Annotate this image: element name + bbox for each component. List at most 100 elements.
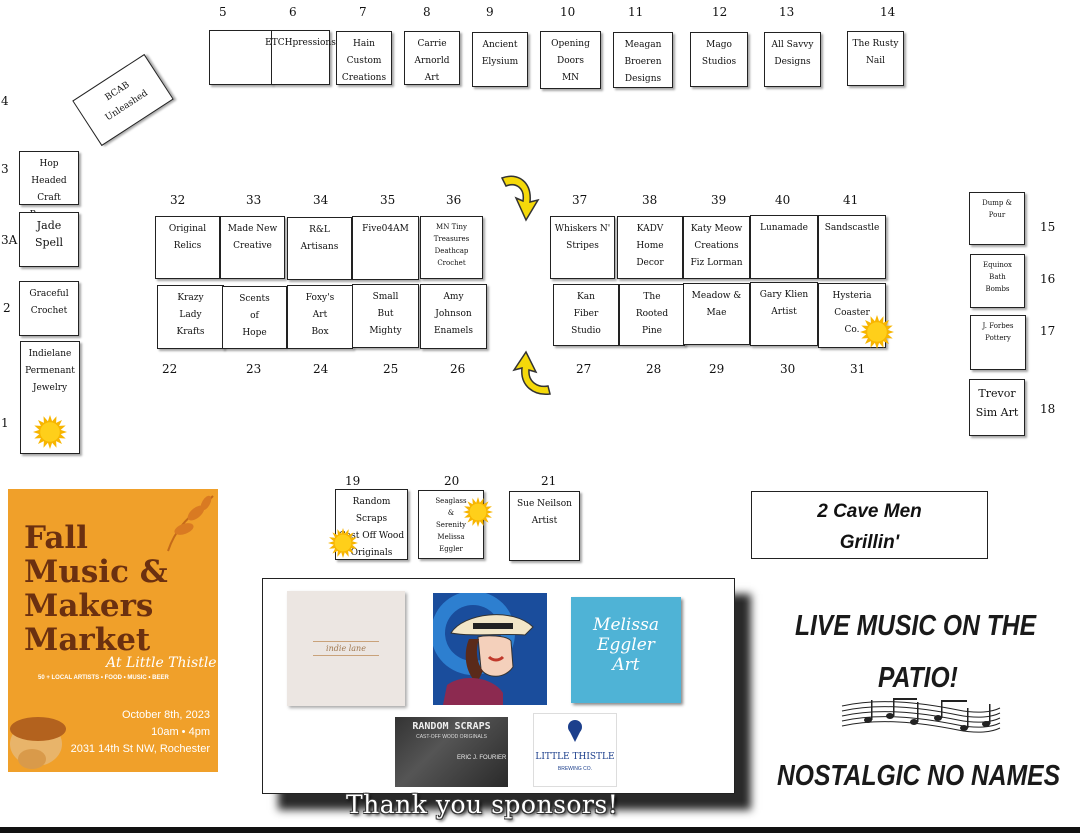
booth-3[interactable]: Hop Headed Craft Brewery [19, 151, 79, 220]
booth-36[interactable]: MN Tiny Treasures Deathcap Crochet [420, 216, 483, 279]
sponsor-logo-indie-lane[interactable]: indie lane [287, 591, 405, 706]
booth-number-label: 22 [162, 362, 178, 376]
booth-26[interactable]: Amy Johnson Enamels [420, 284, 487, 349]
sun-icon [463, 497, 493, 527]
booth-number-label: 32 [170, 193, 186, 207]
booth-name: Made New Creative [227, 224, 278, 251]
booth-7[interactable]: Hain Custom Creations [336, 31, 392, 85]
food-vendor-grillin[interactable]: 2 Cave Men Grillin' [751, 491, 988, 559]
random-scraps-wordmark: RANDOM SCRAPS [412, 721, 491, 732]
booth-name: Meadow & Mae [691, 291, 742, 318]
booth-name: Meagan Broeren Designs [624, 40, 662, 84]
booth-number-label: 24 [313, 362, 329, 376]
booth-14[interactable]: The Rusty Nail [847, 31, 904, 86]
live-music-heading: LIVE MUSIC ON THE [795, 610, 1037, 642]
booth-number-label: 8 [423, 5, 431, 19]
booth-17[interactable]: J. Forbes Pottery [970, 315, 1026, 370]
booth-number-label: 34 [313, 193, 329, 207]
poster-title: Fall Music & Makers Market [24, 520, 168, 658]
booth-number-label: 16 [1040, 272, 1056, 286]
booth-number-label: 10 [560, 5, 576, 19]
booth-number-label: 4 [1, 94, 9, 108]
booth-name: Sandscastle [824, 223, 880, 233]
booth-name: Hain Custom Creations [341, 39, 387, 83]
indie-lane-wordmark: indie lane [313, 641, 379, 656]
booth-name: Mago Studios [701, 40, 737, 67]
booth-27[interactable]: Kan Fiber Studio [553, 284, 619, 346]
live-music-patio: PATIO! [878, 662, 958, 694]
music-notes-icon [841, 698, 1001, 733]
booth-30[interactable]: Gary Klien Artist [750, 282, 818, 346]
booth-name: All Savvy Designs [771, 40, 814, 67]
booth-35[interactable]: Five04AM [352, 216, 419, 280]
booth-8[interactable]: Carrie Arnorld Art [404, 31, 460, 85]
booth-32[interactable]: Original Relics [155, 216, 220, 279]
booth-name: Dump & Pour [982, 199, 1012, 219]
poster-tagline: 50 + LOCAL ARTISTS • FOOD • MUSIC • BEER [38, 675, 169, 681]
deco-woman-icon [433, 593, 534, 705]
little-thistle-tagline: BREWING CO. [557, 766, 593, 772]
booth-10[interactable]: Opening Doors MN [540, 31, 601, 89]
booth-21[interactable]: Sue Neilson Artist [509, 491, 580, 561]
melissa-eggler-wordmark: Melissa Eggler Art [593, 615, 659, 675]
booth-33[interactable]: Made New Creative [220, 216, 285, 279]
booth-41[interactable]: Sandscastle [818, 215, 886, 279]
booth-29[interactable]: Meadow & Mae [683, 283, 750, 345]
poster-date: October 8th, 2023 10am • 4pm 2031 14th S… [70, 709, 210, 755]
random-scraps-tagline: CAST-OFF WOOD ORIGINALS [416, 734, 487, 740]
booth-number-label: 28 [646, 362, 662, 376]
booth-number-label: 18 [1040, 402, 1056, 416]
booth-34[interactable]: R&L Artisans [287, 217, 352, 280]
booth-name: Ancient Elysium [481, 40, 519, 67]
booth-18[interactable]: Trevor Sim Art [969, 379, 1025, 436]
booth-number-label: 14 [880, 5, 896, 19]
booth-number-label: 29 [709, 362, 725, 376]
booth-38[interactable]: KADV Home Decor [617, 216, 683, 279]
booth-name: Scents of Hope [239, 294, 270, 338]
booth-25[interactable]: Small But Mighty [352, 284, 419, 348]
booth-5[interactable] [209, 30, 272, 85]
band-name: NOSTALGIC NO NAMES [777, 760, 1061, 792]
booth-4[interactable]: BCAB Unleashed [72, 53, 174, 147]
booth-39[interactable]: Katy Meow Creations Fiz Lorman [683, 216, 750, 279]
booth-12[interactable]: Mago Studios [690, 32, 748, 87]
booth-name: The Rooted Pine [635, 292, 669, 336]
booth-24[interactable]: Foxy's Art Box [287, 285, 353, 349]
booth-name: ETCHpressions [265, 38, 336, 48]
sponsor-logo-random-scraps[interactable]: RANDOM SCRAPS CAST-OFF WOOD ORIGINALS ER… [395, 717, 508, 787]
booth-name: Indielane Permenant Jewelry [25, 349, 75, 393]
booth-number-label: 13 [779, 5, 795, 19]
booth-number-label: 31 [850, 362, 866, 376]
booth-13[interactable]: All Savvy Designs [764, 32, 821, 87]
booth-11[interactable]: Meagan Broeren Designs [613, 32, 673, 88]
booth-name: Graceful Crochet [29, 289, 69, 316]
sun-icon [328, 528, 358, 558]
booth-number-label: 6 [289, 5, 297, 19]
bottom-border [0, 827, 1080, 833]
booth-28[interactable]: The Rooted Pine [619, 284, 685, 346]
booth-number-label: 21 [541, 474, 557, 488]
rotate-arrow-icon [512, 350, 551, 395]
sponsor-logo-art-deco[interactable] [433, 593, 547, 705]
booth-number-label: 3A [1, 233, 18, 247]
booth-name: Seaglass & Serenity Melissa Eggler [435, 497, 467, 553]
booth-37[interactable]: Whiskers N' Stripes [550, 216, 615, 279]
booth-16[interactable]: Equinox Bath Bombs [970, 254, 1025, 308]
booth-23[interactable]: Scents of Hope [222, 286, 287, 349]
sponsors-panel: indie lane Melissa Eggler Art RANDOM SCR… [262, 578, 735, 794]
booth-6[interactable]: ETCHpressions [265, 30, 336, 85]
booth-22[interactable]: Krazy Lady Krafts [157, 285, 224, 349]
booth-number-label: 23 [246, 362, 262, 376]
sponsor-logo-melissa-eggler[interactable]: Melissa Eggler Art [571, 597, 681, 703]
booth-40[interactable]: Lunamade [750, 215, 818, 279]
booth-name: KADV Home Decor [636, 224, 664, 268]
sponsor-logo-little-thistle[interactable]: LITTLE THISTLE BREWING CO. [533, 713, 617, 787]
booth-number-label: 40 [775, 193, 791, 207]
booth-3a[interactable]: Jade Spell [19, 212, 79, 267]
booth-name: Five04AM [362, 224, 409, 234]
booth-9[interactable]: Ancient Elysium [472, 32, 528, 87]
booth-2[interactable]: Graceful Crochet [19, 281, 79, 336]
booth-number-label: 11 [628, 5, 644, 19]
booth-number-label: 33 [246, 193, 262, 207]
booth-15[interactable]: Dump & Pour [969, 192, 1025, 245]
